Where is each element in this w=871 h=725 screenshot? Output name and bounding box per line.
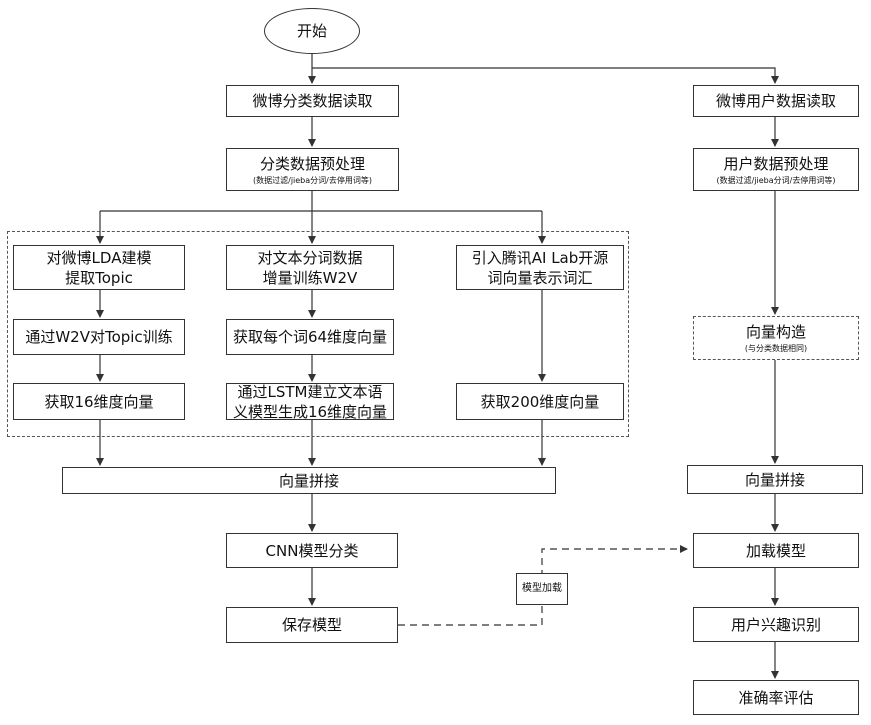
col3-step1-line2: 词向量表示词汇 bbox=[487, 268, 592, 288]
classify-preprocess-node: 分类数据预处理 (数据过滤/jieba分词/去停用词等) bbox=[226, 148, 399, 191]
col1-step1-line2: 提取Topic bbox=[65, 268, 133, 288]
vector-construct-title: 向量构造 bbox=[746, 322, 806, 342]
interest-identify-label: 用户兴趣识别 bbox=[731, 615, 821, 635]
classify-read-label: 微博分类数据读取 bbox=[252, 91, 372, 111]
classify-preprocess-note: (数据过滤/jieba分词/去停用词等) bbox=[253, 176, 372, 186]
vector-construct-note: (与分类数据相同) bbox=[745, 344, 807, 354]
accuracy-eval-node: 准确率评估 bbox=[693, 680, 859, 715]
model-load-link-text: 模型加载 bbox=[522, 583, 562, 595]
edge-start-to-user-read bbox=[312, 68, 775, 83]
user-concat-label: 向量拼接 bbox=[745, 470, 805, 490]
col2-step3-node: 通过LSTM建立文本语 义模型生成16维度向量 bbox=[226, 383, 394, 420]
save-model-node: 保存模型 bbox=[226, 607, 398, 643]
col1-step3-node: 获取16维度向量 bbox=[13, 383, 185, 420]
classify-concat-node: 向量拼接 bbox=[62, 467, 556, 494]
interest-identify-node: 用户兴趣识别 bbox=[693, 607, 859, 642]
load-model-label: 加载模型 bbox=[746, 541, 806, 561]
col1-step2-label: 通过W2V对Topic训练 bbox=[25, 327, 172, 347]
col2-step2-label: 获取每个词64维度向量 bbox=[233, 327, 387, 347]
user-preprocess-title: 用户数据预处理 bbox=[723, 154, 828, 174]
start-node: 开始 bbox=[264, 8, 360, 54]
col2-step1-node: 对文本分词数据 增量训练W2V bbox=[226, 245, 394, 290]
col3-step1-line1: 引入腾讯AI Lab开源 bbox=[472, 248, 609, 268]
col1-step1-line1: 对微博LDA建模 bbox=[47, 248, 152, 268]
cnn-classify-label: CNN模型分类 bbox=[266, 541, 359, 561]
user-preprocess-note: (数据过滤/jieba分词/去停用词等) bbox=[717, 176, 836, 186]
col3-step1-node: 引入腾讯AI Lab开源 词向量表示词汇 bbox=[456, 245, 624, 290]
model-load-link-label: 模型加载 bbox=[516, 573, 568, 605]
vector-construct-node: 向量构造 (与分类数据相同) bbox=[693, 316, 859, 360]
accuracy-eval-label: 准确率评估 bbox=[738, 688, 813, 708]
start-label: 开始 bbox=[297, 21, 327, 41]
col3-step3-label: 获取200维度向量 bbox=[481, 392, 600, 412]
cnn-classify-node: CNN模型分类 bbox=[226, 533, 398, 568]
user-concat-node: 向量拼接 bbox=[687, 465, 863, 494]
col1-step2-node: 通过W2V对Topic训练 bbox=[13, 319, 185, 355]
col3-step3-node: 获取200维度向量 bbox=[456, 383, 624, 420]
user-read-node: 微博用户数据读取 bbox=[693, 85, 859, 117]
col1-step3-label: 获取16维度向量 bbox=[44, 392, 153, 412]
load-model-node: 加载模型 bbox=[693, 533, 859, 568]
user-preprocess-node: 用户数据预处理 (数据过滤/jieba分词/去停用词等) bbox=[693, 148, 859, 191]
save-model-label: 保存模型 bbox=[282, 615, 342, 635]
col2-step1-line1: 对文本分词数据 bbox=[257, 248, 362, 268]
user-read-label: 微博用户数据读取 bbox=[716, 91, 836, 111]
col1-step1-node: 对微博LDA建模 提取Topic bbox=[13, 245, 185, 290]
classify-concat-label: 向量拼接 bbox=[279, 471, 339, 491]
classify-read-node: 微博分类数据读取 bbox=[226, 85, 399, 117]
col2-step1-line2: 增量训练W2V bbox=[263, 268, 358, 288]
classify-preprocess-title: 分类数据预处理 bbox=[260, 154, 365, 174]
col2-step3-line1: 通过LSTM建立文本语 bbox=[238, 383, 383, 402]
col2-step2-node: 获取每个词64维度向量 bbox=[226, 319, 394, 355]
col2-step3-line2: 义模型生成16维度向量 bbox=[233, 402, 387, 421]
